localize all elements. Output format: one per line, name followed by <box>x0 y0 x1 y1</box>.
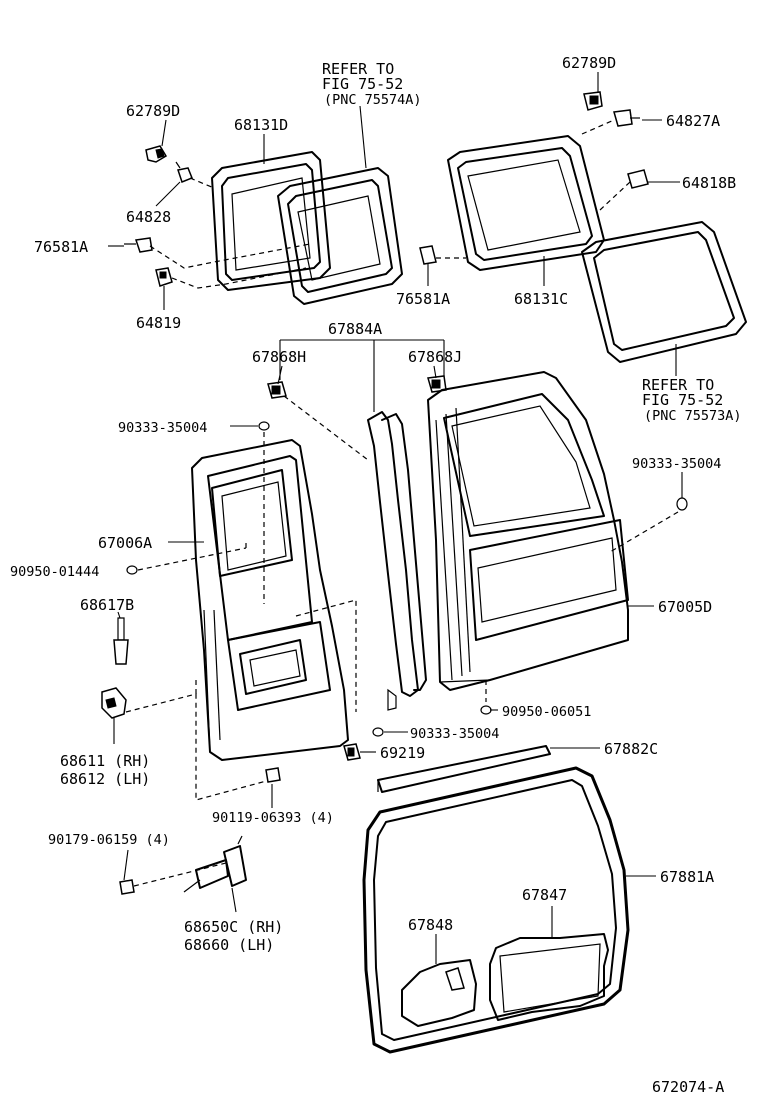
pad-67848 <box>401 959 477 1027</box>
plug-90950-01444-icon <box>126 565 138 575</box>
glass-ref-75573A <box>581 221 747 363</box>
label-refer-upper-2: FIG 75-52 <box>322 75 403 93</box>
weatherstrip-67881A <box>362 766 630 1054</box>
plug-90950-06051-icon <box>480 705 492 715</box>
label-clip-64819: 64819 <box>136 314 181 332</box>
label-bracket-67884A: 67884A <box>328 320 382 338</box>
label-clip-62789D-right: 62789D <box>562 54 616 72</box>
door-lock-68650C-icon <box>183 835 247 893</box>
label-glass-68131D: 68131D <box>234 116 288 134</box>
label-plug-left: 90950-01444 <box>10 564 99 580</box>
label-rod-68617B: 68617B <box>80 596 134 614</box>
label-bolt-90119: 90119-06393 (4) <box>212 810 334 826</box>
bolt-90119-06393-icon <box>265 767 281 783</box>
plug-90333-35004-top-icon <box>258 421 270 431</box>
label-plug-bottom-right: 90950-06051 <box>502 704 591 720</box>
plug-90333-35004-right-icon <box>676 497 688 511</box>
label-refer-upper-1: REFER TO <box>322 60 394 78</box>
label-weatherstrip-67882C: 67882C <box>604 740 658 758</box>
screw-64827A-icon <box>613 109 640 127</box>
label-clip-64818B: 64818B <box>682 174 736 192</box>
label-refer-upper-3: (PNC 75574A) <box>324 92 422 108</box>
label-door-67005D: 67005D <box>658 598 712 616</box>
stopper-69219-icon <box>343 743 361 761</box>
hinge-68611-icon <box>101 687 127 719</box>
label-clip-67868J: 67868J <box>408 348 462 366</box>
label-lock-rh: 68650C (RH) <box>184 918 283 936</box>
plug-90333-35004-bottom-icon <box>372 727 384 737</box>
label-lock-lh: 68660 (LH) <box>184 936 274 954</box>
label-screw-64828: 64828 <box>126 208 171 226</box>
label-refer-lower-3: (PNC 75573A) <box>644 408 742 424</box>
glass-68131D <box>211 151 331 291</box>
label-hinge-rh: 68611 (RH) <box>60 752 150 770</box>
label-plug-bottom-center: 90333-35004 <box>410 726 499 742</box>
label-refer-lower-1: REFER TO <box>642 376 714 394</box>
label-clip-62789D-left: 62789D <box>126 102 180 120</box>
door-67005D <box>427 371 629 691</box>
pin-76581A-center-icon <box>419 245 437 265</box>
glass-ref-75574A <box>277 167 403 305</box>
label-clip-67868H: 67868H <box>252 348 306 366</box>
label-hinge-lh: 68612 (LH) <box>60 770 150 788</box>
label-weatherstrip-67881A: 67881A <box>660 868 714 886</box>
label-plug-right: 90333-35004 <box>632 456 721 472</box>
label-pin-76581A-center: 76581A <box>396 290 450 308</box>
label-stopper-69219: 69219 <box>380 744 425 762</box>
glass-68131C <box>447 135 605 271</box>
clip-64819-icon <box>155 267 173 287</box>
clip-62789D-left-icon <box>145 145 168 163</box>
label-pad-67848: 67848 <box>408 916 453 934</box>
screw-64828-icon <box>175 161 193 183</box>
label-bolt-90179: 90179-06159 (4) <box>48 832 170 848</box>
clip-67868H-icon <box>267 381 287 399</box>
label-refer-lower-2: FIG 75-52 <box>642 391 723 409</box>
label-pin-76581A-left: 76581A <box>34 238 88 256</box>
weatherstrip-67882C <box>377 745 551 793</box>
clip-62789D-right-icon <box>583 91 603 111</box>
label-plug-top-left: 90333-35004 <box>118 420 207 436</box>
label-screw-64827A: 64827A <box>666 112 720 130</box>
pad-67847 <box>489 933 609 1021</box>
bolt-90179-06159-icon <box>119 879 135 895</box>
bracket-67884A <box>367 411 427 711</box>
figure-number: 672074-A <box>652 1078 724 1096</box>
clip-64818B-icon <box>627 169 649 189</box>
pin-76581A-left-icon <box>124 237 153 253</box>
door-67006A <box>191 439 349 761</box>
label-door-67006A: 67006A <box>98 534 152 552</box>
rod-68617B-icon <box>113 617 129 665</box>
label-glass-68131C: 68131C <box>514 290 568 308</box>
label-pad-67847: 67847 <box>522 886 567 904</box>
